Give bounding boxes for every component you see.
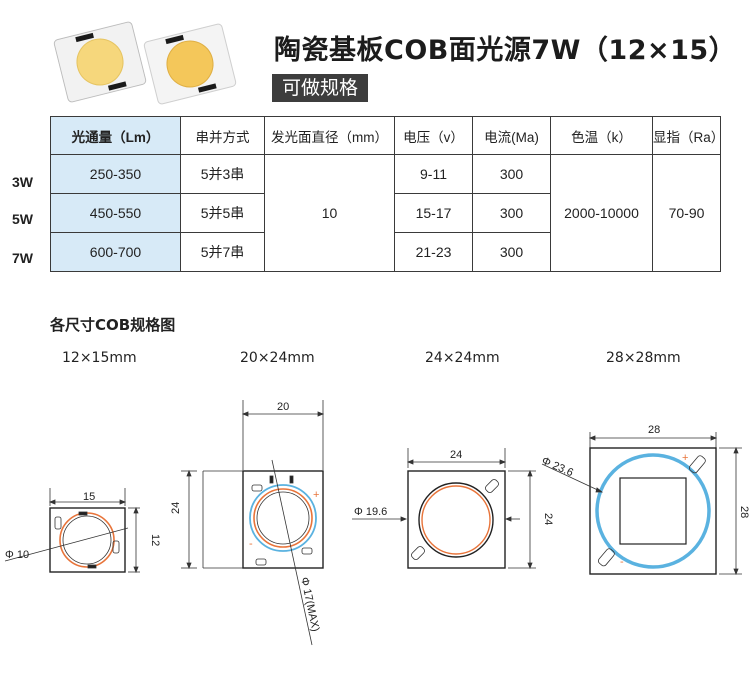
cell-lumen: 250-350: [50, 154, 181, 194]
dimension-drawings: 15 12 Φ 10 + - 20 24 Φ 17(MAX): [4, 400, 750, 646]
spec-table: 光通量（Lm） 串并方式 发光面直径（mm） 电压（v） 电流(Ma) 色温（k…: [50, 116, 724, 272]
cob-product-warm-white: [53, 21, 147, 103]
header-color-temp: 色温（k）: [550, 116, 653, 155]
header-connection: 串并方式: [180, 116, 265, 155]
wattage-label: 3W: [12, 174, 33, 190]
header-cri: 显指（Ra）: [652, 116, 724, 155]
header-lumen: 光通量（Lm）: [50, 116, 181, 155]
polarity-plus: +: [682, 452, 688, 464]
header-diameter: 发光面直径（mm）: [264, 116, 395, 155]
dim-width: 15: [83, 491, 95, 503]
dim-diameter: Φ 19.6: [354, 506, 387, 518]
drawing-12x15: [4, 488, 140, 574]
dim-diameter: Φ 17(MAX): [298, 576, 321, 633]
dim-height: 12: [149, 534, 161, 546]
cell-current: 300: [472, 154, 551, 194]
cell-voltage: 9-11: [394, 154, 473, 194]
header-voltage: 电压（v）: [394, 116, 473, 155]
cell-connection: 5并5串: [180, 193, 265, 233]
cell-voltage: 21-23: [394, 232, 473, 272]
drawing-24x24: [352, 448, 536, 570]
dim-diameter: Φ 10: [5, 549, 29, 561]
table-header-row: 光通量（Lm） 串并方式 发光面直径（mm） 电压（v） 电流(Ma) 色温（k…: [50, 116, 724, 155]
available-specs-badge: 可做规格: [272, 74, 368, 102]
polarity-minus: -: [249, 538, 253, 550]
dim-width: 24: [450, 449, 462, 461]
size-label: 24×24mm: [425, 350, 500, 366]
wattage-label: 5W: [12, 211, 33, 227]
size-label: 20×24mm: [240, 350, 315, 366]
cell-diameter: 10: [264, 154, 395, 272]
section-title: 各尺寸COB规格图: [50, 316, 176, 334]
cob-product-warm-yellow: [143, 23, 237, 105]
cell-lumen: 600-700: [50, 232, 181, 272]
dim-height: 24: [170, 502, 182, 514]
table-row: 450-550 5并5串 15-17 300: [50, 193, 721, 233]
page-title: 陶瓷基板COB面光源7W（12×15）: [274, 35, 737, 66]
dim-width: 20: [277, 401, 289, 413]
cell-connection: 5并7串: [180, 232, 265, 272]
polarity-plus: +: [313, 489, 319, 501]
table-row: 600-700 5并7串 21-23 300: [50, 232, 721, 272]
dim-height: 24: [542, 513, 554, 525]
size-label: 12×15mm: [62, 350, 137, 366]
dim-diameter: Φ 23.6: [540, 455, 575, 479]
cell-lumen: 450-550: [50, 193, 181, 233]
cell-current: 300: [472, 193, 551, 233]
size-label: 28×28mm: [606, 350, 681, 366]
cell-voltage: 15-17: [394, 193, 473, 233]
wattage-label: 7W: [12, 250, 33, 266]
cell-color-temp: 2000-10000: [550, 154, 653, 272]
cob-product-images: [53, 21, 237, 105]
dim-height: 28: [738, 506, 750, 518]
cell-current: 300: [472, 232, 551, 272]
drawing-28x28: [541, 432, 742, 576]
dim-width: 28: [648, 424, 660, 436]
table-row: 250-350 5并3串 10 9-11 300 2000-10000 70-9…: [50, 154, 721, 272]
cell-cri: 70-90: [652, 154, 721, 272]
drawing-20x24: [181, 400, 325, 646]
polarity-minus: -: [620, 556, 624, 568]
cell-connection: 5并3串: [180, 154, 265, 194]
header-current: 电流(Ma): [472, 116, 551, 155]
